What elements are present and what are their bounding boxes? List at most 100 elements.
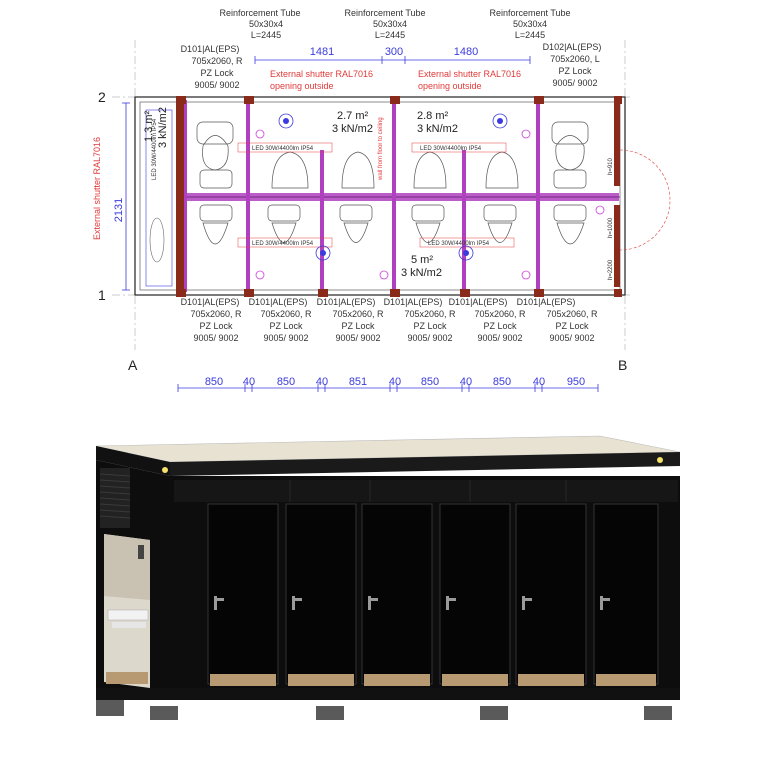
- svg-text:PZ Lock: PZ Lock: [555, 321, 589, 331]
- toilet-doors: [207, 503, 659, 685]
- svg-text:LED 30W/4400lm IP54: LED 30W/4400lm IP54: [428, 241, 490, 247]
- svg-text:850: 850: [205, 376, 223, 388]
- svg-text:3 kN/m2: 3 kN/m2: [332, 123, 373, 135]
- door-label-top-right: D102|AL(EPS) 705x2060, L PZ Lock 9005/ 9…: [543, 42, 602, 88]
- left-partition-wall: [176, 100, 184, 292]
- svg-text:9005/ 9002: 9005/ 9002: [477, 333, 522, 343]
- svg-text:3 kN/m2: 3 kN/m2: [401, 267, 442, 279]
- bottom-door-label-1: D101|AL(EPS) 705x2060, R PZ Lock 9005/ 9…: [181, 297, 242, 343]
- right-dim-3: h=2200: [608, 259, 614, 280]
- top-dim-1: 1481: [310, 46, 334, 58]
- svg-text:40: 40: [243, 376, 255, 388]
- svg-text:40: 40: [533, 376, 545, 388]
- svg-text:5 m²: 5 m²: [411, 254, 433, 266]
- bottom-door-label-5: D101|AL(EPS) 705x2060, R PZ Lock 9005/ 9…: [449, 297, 526, 343]
- shutter-note-2: External shutter RAL7016 opening outside: [418, 69, 521, 91]
- svg-text:850: 850: [421, 376, 439, 388]
- svg-text:External shutter RAL7016: External shutter RAL7016: [418, 69, 521, 79]
- washbasin: [107, 609, 149, 621]
- svg-text:LED 30W/4400lm IP54: LED 30W/4400lm IP54: [252, 146, 314, 152]
- svg-text:50x30x4: 50x30x4: [249, 19, 283, 29]
- door-2: [285, 503, 357, 685]
- svg-text:2.8 m²: 2.8 m²: [417, 110, 449, 122]
- load-side: 3 kN/m2: [157, 107, 169, 148]
- right-dim-1: h=910: [608, 157, 614, 175]
- area-label-1: 2.7 m² 3 kN/m2: [332, 110, 373, 135]
- bottom-door-label-2: D101|AL(EPS) 705x2060, R PZ Lock 9005/ 9…: [249, 297, 312, 343]
- partitions: [246, 100, 540, 292]
- washbasin-icon: [149, 217, 165, 263]
- container-feet: [96, 700, 672, 720]
- row-label-2: 2: [98, 89, 106, 105]
- svg-text:PZ Lock: PZ Lock: [269, 321, 303, 331]
- area-label-2: 2.8 m² 3 kN/m2: [417, 110, 458, 135]
- svg-text:850: 850: [277, 376, 295, 388]
- svg-text:PZ Lock: PZ Lock: [200, 68, 234, 78]
- svg-text:Reinforcement Tube: Reinforcement Tube: [344, 8, 425, 18]
- door-4: [439, 503, 511, 685]
- toilet-icons: [196, 121, 589, 245]
- door-3: [361, 503, 433, 685]
- svg-text:705x2060, R: 705x2060, R: [474, 309, 526, 319]
- side-shutter-note: External shutter RAL7016: [92, 137, 102, 240]
- svg-text:2.7 m²: 2.7 m²: [337, 110, 369, 122]
- washroom-counter: [145, 109, 173, 287]
- door-label-top-left: D101|AL(EPS) 705x2060, R PZ Lock 9005/ 9…: [181, 44, 243, 90]
- svg-text:50x30x4: 50x30x4: [373, 19, 407, 29]
- svg-text:705x2060, R: 705x2060, R: [404, 309, 456, 319]
- svg-text:PZ Lock: PZ Lock: [413, 321, 447, 331]
- svg-text:705x2060, R: 705x2060, R: [191, 56, 243, 66]
- svg-text:950: 950: [567, 376, 585, 388]
- door-5: [515, 503, 587, 685]
- right-dim-2: h=1000: [608, 217, 614, 238]
- svg-text:D101|AL(EPS): D101|AL(EPS): [517, 297, 576, 307]
- svg-text:Reinforcement Tube: Reinforcement Tube: [489, 8, 570, 18]
- corner-posts: [176, 96, 622, 297]
- svg-text:9005/ 9002: 9005/ 9002: [549, 333, 594, 343]
- svg-text:PZ Lock: PZ Lock: [199, 321, 233, 331]
- reinforcement-tube-label-2: Reinforcement Tube 50x30x4 L=2445: [344, 8, 425, 40]
- bottom-door-labels: D101|AL(EPS) 705x2060, R PZ Lock 9005/ 9…: [181, 297, 598, 343]
- led-fixtures: LED 30W/4400lm IP54 LED 30W/4400lm IP54 …: [237, 142, 515, 248]
- svg-text:L=2445: L=2445: [251, 30, 281, 40]
- svg-text:External shutter RAL7016: External shutter RAL7016: [270, 69, 373, 79]
- svg-text:3 kN/m2: 3 kN/m2: [417, 123, 458, 135]
- svg-text:D102|AL(EPS): D102|AL(EPS): [543, 42, 602, 52]
- bottom-door-label-4: D101|AL(EPS) 705x2060, R PZ Lock 9005/ 9…: [384, 297, 456, 343]
- row-label-1: 1: [98, 287, 106, 303]
- svg-text:PZ Lock: PZ Lock: [483, 321, 517, 331]
- svg-text:D101|AL(EPS): D101|AL(EPS): [317, 297, 376, 307]
- svg-text:opening outside: opening outside: [418, 81, 482, 91]
- svg-text:D101|AL(EPS): D101|AL(EPS): [181, 297, 240, 307]
- svg-text:705x2060, L: 705x2060, L: [550, 54, 600, 64]
- top-dim-3: 1480: [454, 46, 478, 58]
- svg-text:705x2060, R: 705x2060, R: [190, 309, 242, 319]
- door-1: [207, 503, 279, 685]
- container-render: [95, 435, 681, 720]
- svg-text:40: 40: [460, 376, 472, 388]
- floor-plan: Reinforcement Tube 50x30x4 L=2445 Reinfo…: [92, 8, 671, 392]
- side-led-label: LED 30W/4400lm IP54: [152, 118, 158, 180]
- svg-text:705x2060, R: 705x2060, R: [332, 309, 384, 319]
- svg-text:L=2445: L=2445: [375, 30, 405, 40]
- svg-text:opening outside: opening outside: [270, 81, 334, 91]
- wall-note: wall from floor to ceiling: [378, 117, 384, 181]
- bottom-door-label-6: D101|AL(EPS) 705x2060, R PZ Lock 9005/ 9…: [517, 297, 598, 343]
- svg-text:2131: 2131: [113, 198, 125, 222]
- area-label-3: 5 m² 3 kN/m2: [401, 254, 442, 279]
- door-handle-icons: [214, 596, 610, 610]
- col-label-a: A: [128, 357, 138, 373]
- svg-text:9005/ 9002: 9005/ 9002: [407, 333, 452, 343]
- svg-text:D101|AL(EPS): D101|AL(EPS): [384, 297, 443, 307]
- svg-text:LED 30W/4400lm IP54: LED 30W/4400lm IP54: [420, 146, 482, 152]
- svg-text:40: 40: [389, 376, 401, 388]
- reinforcement-tube-label-3: Reinforcement Tube 50x30x4 L=2445: [489, 8, 570, 40]
- svg-text:50x30x4: 50x30x4: [513, 19, 547, 29]
- reinforcement-tube-label-1: Reinforcement Tube 50x30x4 L=2445: [219, 8, 300, 40]
- svg-text:850: 850: [493, 376, 511, 388]
- top-dimension-line: 1481 300 1480: [254, 46, 531, 64]
- svg-text:9005/ 9002: 9005/ 9002: [193, 333, 238, 343]
- svg-text:D101|AL(EPS): D101|AL(EPS): [249, 297, 308, 307]
- svg-text:PZ Lock: PZ Lock: [341, 321, 375, 331]
- shutter-note-1: External shutter RAL7016 opening outside: [270, 69, 373, 91]
